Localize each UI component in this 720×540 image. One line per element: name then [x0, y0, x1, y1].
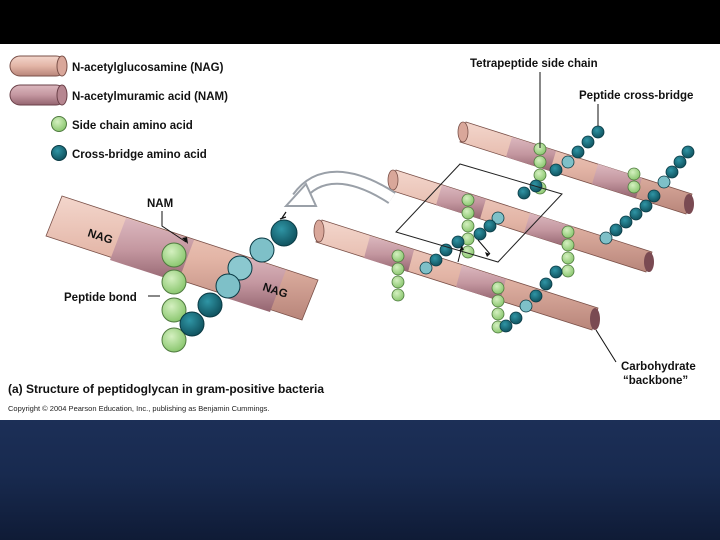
tetrapeptide-label: Tetrapeptide side chain [470, 58, 598, 70]
legend-cross-bridge-icon [51, 145, 67, 161]
nam-detail-label: NAM [147, 198, 173, 210]
zoom-arrow [283, 170, 396, 207]
carbohydrate-label-line2: “backbone” [623, 375, 688, 387]
legend-side-chain-icon [51, 116, 67, 132]
legend: N-acetylglucosamine (NAG) N-acetylmurami… [9, 55, 228, 161]
legend-nag-label: N-acetylglucosamine (NAG) [72, 62, 224, 74]
carbohydrate-leader [595, 329, 617, 363]
legend-side-chain-label: Side chain amino acid [72, 120, 193, 132]
legend-nam-label: N-acetylmuramic acid (NAM) [72, 91, 228, 103]
peptide-bond-label: Peptide bond [64, 292, 137, 304]
zoom-detail [45, 195, 319, 353]
figure-caption: (a) Structure of peptidoglycan in gram-p… [8, 382, 324, 396]
copyright-text: Copyright © 2004 Pearson Education, Inc.… [8, 404, 270, 413]
peptide-cross-bridge-label: Peptide cross-bridge [579, 90, 693, 102]
carbohydrate-label-line1: Carbohydrate [621, 361, 696, 373]
cross-bridges [419, 125, 695, 333]
lattice [313, 121, 695, 334]
legend-nam-swatch [9, 84, 68, 106]
legend-cross-bridge-label: Cross-bridge amino acid [72, 149, 207, 161]
detail-box [395, 163, 563, 263]
legend-nag-swatch [9, 55, 68, 77]
slide-bottom-band [0, 420, 720, 540]
slide-top-band [0, 0, 720, 44]
